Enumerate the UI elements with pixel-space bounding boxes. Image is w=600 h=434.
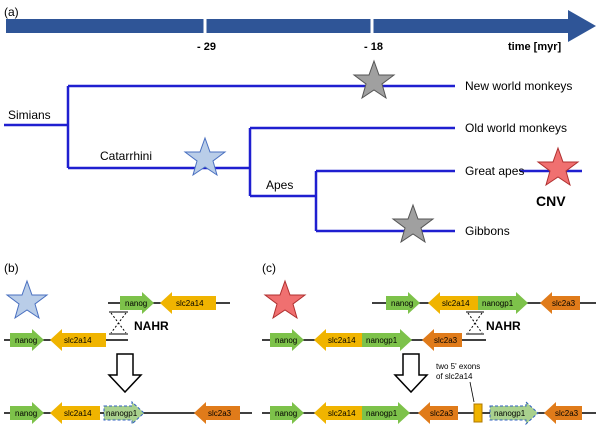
grey-star-icon [391, 203, 435, 244]
svg-text:nanogp1: nanogp1 [106, 409, 138, 418]
gene-nanogp1: nanogp1 [478, 292, 528, 314]
phylo-tree [4, 84, 582, 233]
gene-nanog: nanog [270, 329, 304, 351]
gene-nanogp1: nanogp1 [489, 400, 539, 426]
svg-text:nanog: nanog [275, 409, 297, 418]
svg-text:nanogp1: nanogp1 [366, 336, 398, 345]
gene-slc2a14: slc2a14 [160, 292, 216, 314]
gene-slc2a3: slc2a3 [194, 402, 240, 424]
red-star-icon [536, 146, 580, 187]
timeline-tick-18: - 18 [364, 41, 383, 53]
exon-block [473, 403, 483, 423]
gene-nanog: nanog [10, 402, 44, 424]
panel-label-c: (c) [262, 261, 276, 275]
svg-text:slc2a14: slc2a14 [442, 299, 470, 308]
red-star-icon [263, 279, 307, 320]
gene-nanogp1: nanogp1 [362, 329, 412, 351]
gene-nanog: nanog [120, 292, 154, 314]
svg-text:slc2a14: slc2a14 [328, 409, 356, 418]
svg-text:nanogp1: nanogp1 [366, 409, 398, 418]
nahr-label: NAHR [134, 319, 169, 333]
tree-leaf-gibbons: Gibbons [465, 224, 510, 238]
svg-text:slc2a3: slc2a3 [430, 409, 454, 418]
nahr-crossover-icon [109, 311, 128, 335]
svg-text:nanogp1: nanogp1 [494, 409, 526, 418]
svg-text:slc2a14: slc2a14 [328, 336, 356, 345]
gene-slc2a3: slc2a3 [422, 329, 462, 351]
gene-slc2a14: slc2a14 [314, 402, 362, 424]
svg-text:slc2a14: slc2a14 [64, 409, 92, 418]
svg-text:slc2a3: slc2a3 [434, 336, 458, 345]
annotation-pointer [469, 381, 475, 403]
svg-text:slc2a14: slc2a14 [176, 299, 204, 308]
gene-nanog: nanog [10, 329, 44, 351]
timeline-tick-29: - 29 [197, 41, 216, 53]
nahr-crossover-icon [466, 311, 484, 335]
exon-annotation-line1: two 5' exons [436, 362, 480, 371]
svg-text:slc2a3: slc2a3 [555, 409, 579, 418]
svg-text:nanog: nanog [125, 299, 147, 308]
tree-leaf-old-world-monkeys: Old world monkeys [465, 121, 567, 135]
blue-star-icon [5, 279, 49, 320]
gene-nanogp1: nanogp1 [362, 402, 410, 424]
gene-slc2a14: slc2a14 [428, 292, 478, 314]
gene-slc2a14: slc2a14 [50, 329, 106, 351]
svg-text:slc2a14: slc2a14 [64, 336, 92, 345]
tree-label-simians: Simians [8, 108, 51, 122]
cnv-label: CNV [536, 193, 566, 209]
timeline-arrow [6, 10, 596, 42]
panel-label-a: (a) [4, 5, 19, 19]
tree-leaf-new-world-monkeys: New world monkeys [465, 79, 572, 93]
gene-slc2a3: slc2a3 [540, 292, 580, 314]
svg-text:nanog: nanog [275, 336, 297, 345]
tree-leaf-great-apes: Great apes [465, 164, 524, 178]
down-arrow-icon [107, 353, 143, 394]
gene-slc2a14: slc2a14 [314, 329, 362, 351]
svg-text:nanog: nanog [391, 299, 413, 308]
grey-star-icon [352, 59, 396, 100]
gene-slc2a3: slc2a3 [418, 402, 458, 424]
gene-slc2a3: slc2a3 [544, 402, 582, 424]
svg-text:slc2a3: slc2a3 [208, 409, 232, 418]
timeline-axis-label: time [myr] [508, 41, 562, 53]
down-arrow-icon [393, 353, 429, 394]
tree-label-apes: Apes [266, 178, 293, 192]
blue-star-icon [183, 136, 227, 177]
tree-label-catarrhini: Catarrhini [100, 149, 152, 163]
svg-text:nanogp1: nanogp1 [482, 299, 514, 308]
gene-nanogp1: nanogp1 [103, 400, 145, 426]
exon-annotation-line2: of slc2a14 [436, 372, 473, 381]
panel-label-b: (b) [4, 261, 19, 275]
gene-slc2a14: slc2a14 [50, 402, 100, 424]
svg-text:nanog: nanog [15, 409, 37, 418]
gene-nanog: nanog [270, 402, 304, 424]
nahr-label: NAHR [486, 319, 521, 333]
svg-text:nanog: nanog [15, 336, 37, 345]
gene-nanog: nanog [386, 292, 420, 314]
svg-text:slc2a3: slc2a3 [552, 299, 576, 308]
